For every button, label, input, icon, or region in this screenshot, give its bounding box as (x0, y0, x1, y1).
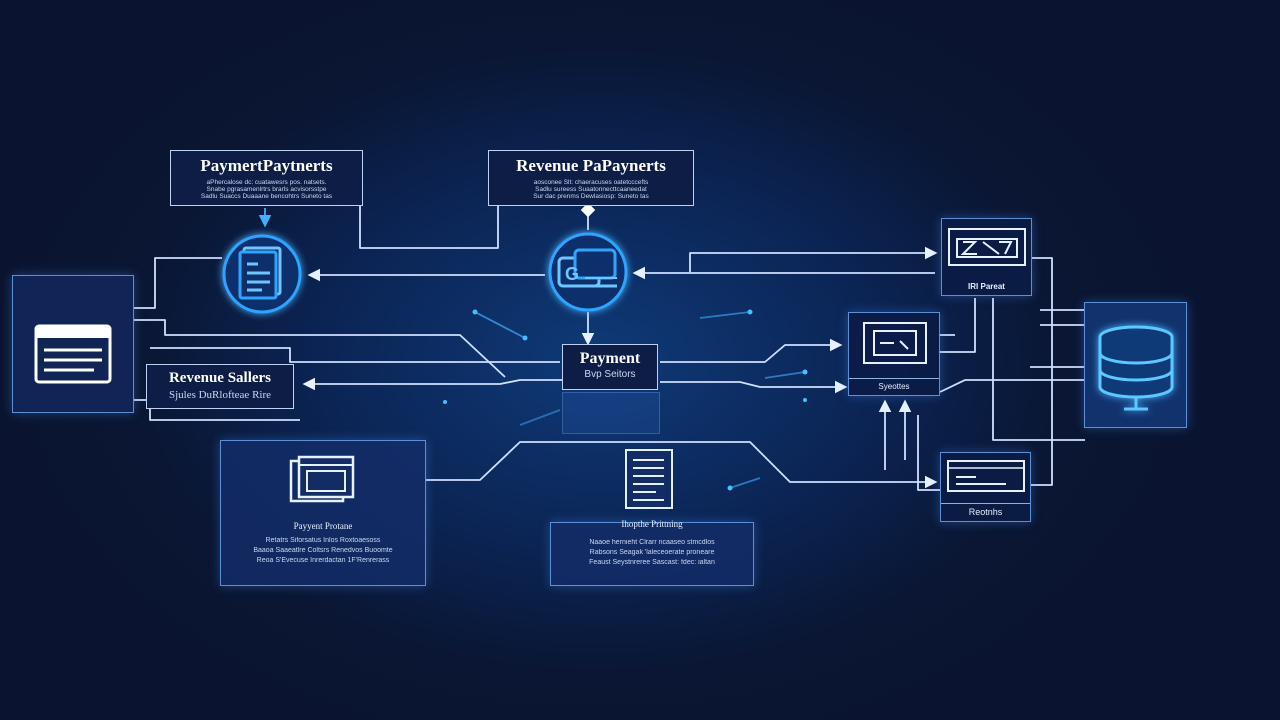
payment-payments-line1: aPhercalose dc: cuatawesrs pos. natsets. (206, 179, 327, 186)
accent-dash-4 (519, 409, 561, 426)
payment-payments-label[interactable]: PaymertPaytnerts aPhercalose dc: cuatawe… (170, 150, 363, 206)
payment-payments-line3: Sadlu Suaccs Duaaane bencohtrs Suneto ta… (200, 193, 333, 200)
document-icon (625, 449, 673, 509)
revenue-sellers-title: Revenue Sallers (168, 370, 272, 386)
window-stack-icon (289, 455, 355, 503)
accent-dash-5 (729, 477, 761, 489)
revenue-payments-line2: Sadlu sureess Suaatonnecttcaaneedat (535, 186, 647, 193)
server-label: IRI Pareat (968, 282, 1005, 291)
server-node[interactable]: IRI Pareat (941, 218, 1032, 296)
database-icon (1098, 325, 1174, 411)
wire-top-labels (359, 205, 499, 249)
wire-db-4 (939, 379, 1085, 393)
terminal-node[interactable]: Reotnhs (940, 452, 1031, 522)
ledger-document-icon[interactable] (220, 232, 304, 316)
wire-left-top (133, 257, 222, 309)
shopping-processing-line3: Feaust Seystnreree Sascast: fdec: ialtan (589, 559, 715, 566)
wire-payment-sellers (302, 377, 565, 391)
wire-db-1 (992, 298, 1085, 441)
left-window-panel[interactable] (12, 275, 134, 413)
revenue-payments-line1: aosconee Slt: chaeracuses oatetcccefts (533, 179, 649, 186)
window-icon (34, 324, 112, 384)
revenue-payments-title: Revenue PaPaynerts (516, 156, 666, 175)
payment-process-card[interactable]: Payyent Protane Retatrs Siforsatus Inlos… (220, 440, 426, 586)
payment-payments-title: PaymertPaytnerts (200, 156, 333, 175)
payment-center-backdrop (562, 392, 660, 434)
monitor-node[interactable]: Syeottes (848, 312, 940, 396)
accent-dash-2 (699, 311, 751, 319)
exchange-icon[interactable]: G (543, 230, 633, 314)
payment-center-subtitle: Bvp Seitors (584, 369, 636, 380)
revenue-payments-label[interactable]: Revenue PaPaynerts aosconee Slt: chaerac… (488, 150, 694, 206)
database-node[interactable] (1084, 302, 1187, 428)
terminal-icon (947, 460, 1025, 492)
wire-left-bottom (133, 399, 300, 421)
payment-process-line2: Baaoa Saaeatlre Coltsrs Renedvos Buoomte (253, 547, 393, 554)
payment-process-line3: Reoa S'Evecuse Inrerdactan 1F'Renrerass (256, 557, 390, 564)
accent-dash-3 (764, 371, 806, 379)
monitor-label: Syeottes (849, 378, 939, 391)
svg-text:G: G (565, 264, 579, 284)
wire-card-terminal (425, 441, 938, 489)
wire-server-down (938, 298, 976, 353)
wire-left-lower (133, 319, 506, 378)
wire-to-server-1 (689, 246, 938, 272)
payment-center-title: Payment (579, 350, 641, 367)
payment-payments-line2: Snabe pgrasamenlrtrs brarls acvisorsstpe (206, 186, 327, 193)
shopping-processing-card[interactable]: Ihopthe Prittning Naaoe hernieht Clrarr … (550, 519, 754, 586)
terminal-label: Reotnhs (941, 503, 1030, 517)
payment-center-label[interactable]: Payment Bvp Seitors (562, 344, 658, 390)
payment-process-title: Payyent Protane (293, 521, 353, 531)
monitor-icon (863, 322, 927, 364)
revenue-payments-line3: Sur dac prenms Dewlasiosp: Suneto tas (533, 193, 649, 200)
revenue-sellers-label[interactable]: Revenue Sallers Sjules DuRlofteae Rire (146, 364, 294, 409)
wire-term-loop (917, 415, 940, 491)
wire-payment-monitor-2 (660, 380, 848, 394)
shopping-processing-line1: Naaoe hernieht Clrarr ncaaseo stmcdlos (589, 539, 715, 546)
revenue-sellers-subtitle: Sjules DuRlofteae Rire (168, 389, 272, 401)
wire-left-mid (150, 347, 560, 363)
shopping-processing-title: Ihopthe Prittning (621, 519, 683, 529)
server-icon (948, 228, 1026, 266)
payment-process-line1: Retatrs Siforsatus Inlos Roxtoaesoss (265, 537, 381, 544)
wire-payment-monitor-1 (660, 338, 843, 363)
wire-server-right (1030, 257, 1053, 486)
accent-dash-1 (474, 311, 526, 339)
shopping-processing-line2: Rabsons Seagak 'laleceoerate proneare (589, 549, 715, 556)
